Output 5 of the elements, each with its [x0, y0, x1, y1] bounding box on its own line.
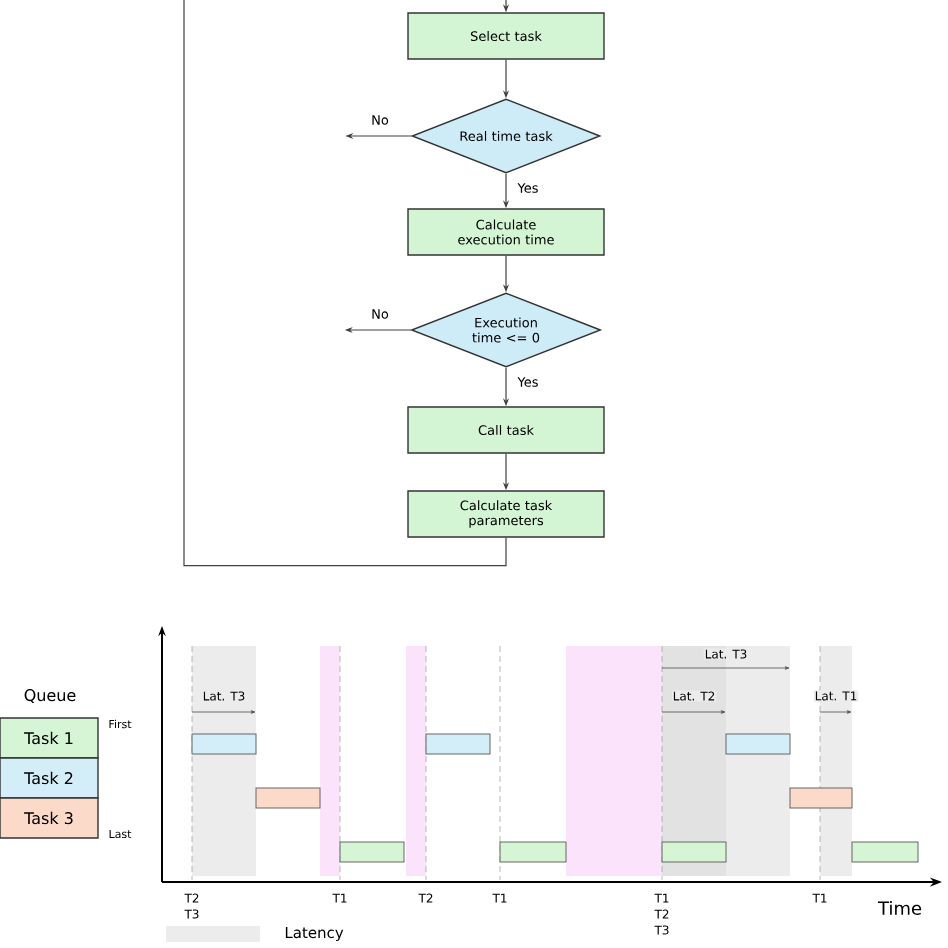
- axis-title: Time: [877, 901, 922, 915]
- queue-heading: Queue: [24, 689, 76, 703]
- queue-box: Task 2: [0, 757, 99, 799]
- queue-box: Task 3: [0, 797, 99, 839]
- queue-box: Task 1: [0, 717, 99, 759]
